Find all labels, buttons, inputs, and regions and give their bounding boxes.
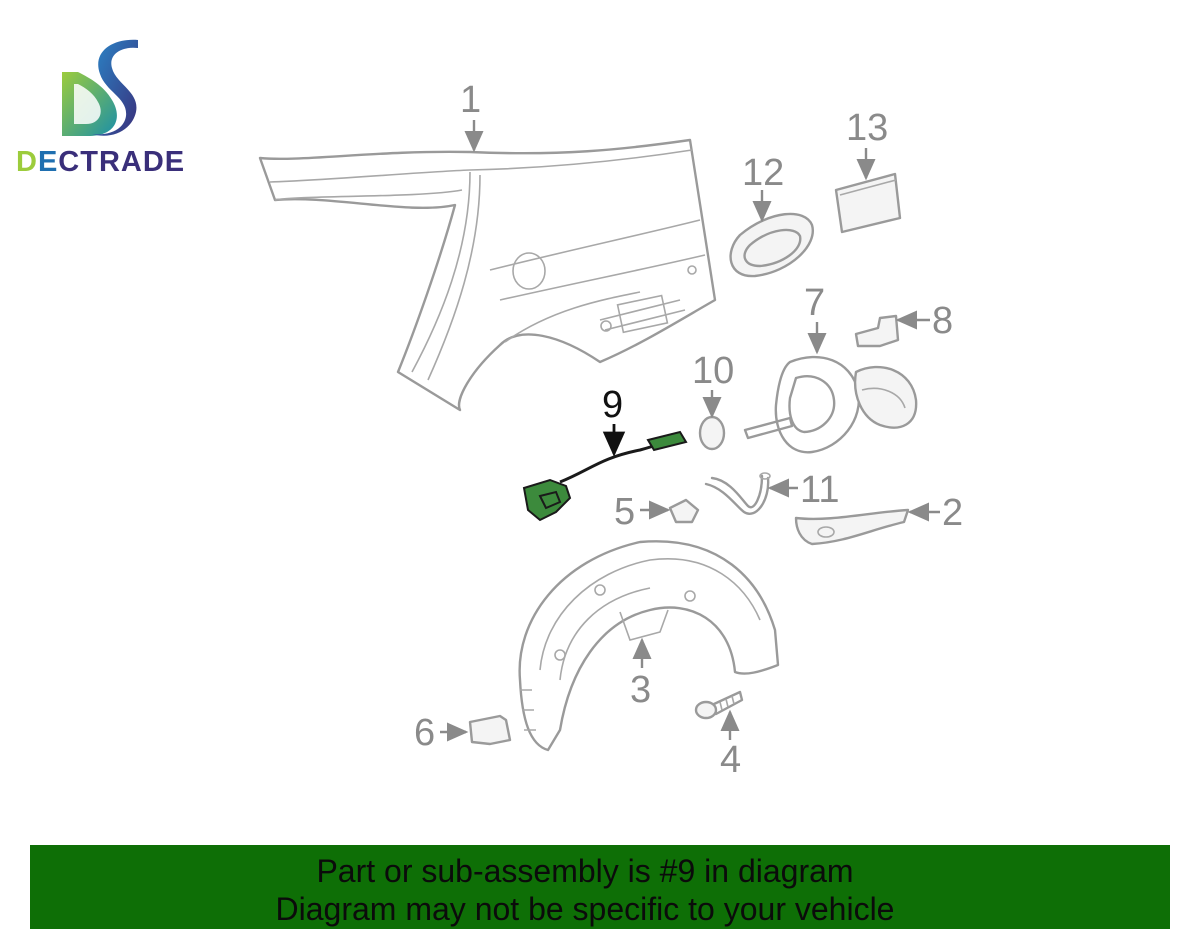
- part-1-quarter-panel: [258, 138, 717, 412]
- callout-5: 5: [614, 491, 635, 533]
- part-11-hose: [704, 472, 771, 515]
- banner-line-1: Part or sub-assembly is #9 in diagram: [316, 853, 854, 889]
- logo-wordmark: DECTRADE: [16, 146, 185, 178]
- part-9-release-cable: [522, 430, 688, 522]
- callout-9: 9: [602, 384, 623, 426]
- callout-10: 10: [692, 350, 734, 392]
- info-banner: Part or sub-assembly is #9 in diagram Di…: [30, 845, 1170, 929]
- part-6-clip: [468, 714, 512, 746]
- callout-4: 4: [720, 739, 741, 781]
- part-10-grommet: [698, 415, 726, 451]
- part-2-bracket: [794, 508, 910, 546]
- part-3-wheel-liner: [518, 540, 780, 752]
- callout-1: 1: [460, 79, 481, 121]
- callout-2: 2: [942, 492, 963, 534]
- callout-13: 13: [846, 107, 888, 149]
- part-12-ring: [729, 212, 814, 278]
- part-13-pad: [834, 172, 902, 234]
- banner-line-2: Diagram may not be specific to your vehi…: [275, 891, 895, 927]
- callout-7: 7: [804, 282, 825, 324]
- callout-12: 12: [742, 152, 784, 194]
- part-4-screw: [694, 690, 744, 720]
- callout-6: 6: [414, 712, 435, 754]
- part-5-cap: [668, 498, 700, 524]
- callout-8: 8: [932, 300, 953, 342]
- dectrade-logo: DECTRADE: [16, 39, 185, 178]
- part-8-clip: [854, 314, 900, 348]
- callout-11: 11: [800, 469, 839, 511]
- callout-3: 3: [630, 669, 651, 711]
- part-7-fuel-door: [743, 355, 918, 454]
